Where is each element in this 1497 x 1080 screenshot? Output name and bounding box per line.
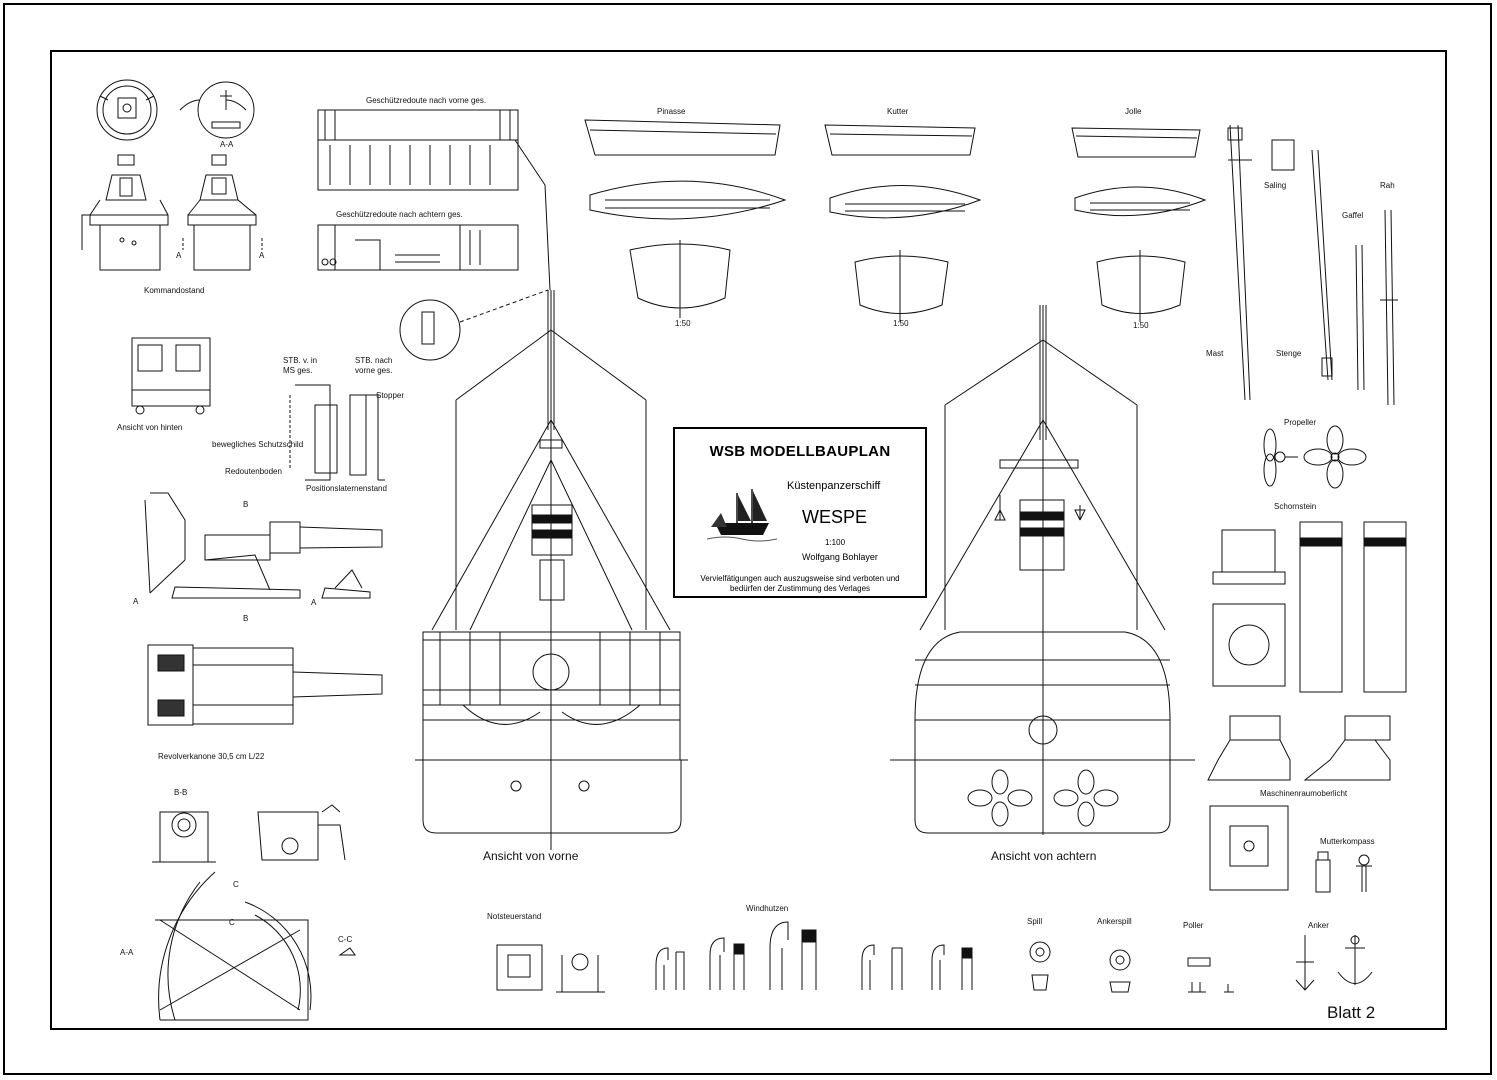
title-block-scale: 1:100	[825, 538, 846, 547]
label-c-top: C	[233, 880, 239, 889]
label-scale-150-b: 1:50	[893, 319, 909, 328]
bb-section-drawing	[152, 804, 346, 863]
positionslaterne-drawing	[289, 384, 385, 481]
bow-view-drawing	[415, 290, 688, 850]
label-mast: Mast	[1206, 349, 1224, 358]
oberlicht-drawing	[1207, 715, 1391, 891]
label-ms-ges: MS ges.	[283, 366, 313, 375]
label-b-bottom: B	[243, 614, 249, 623]
label-jolle: Jolle	[1125, 107, 1142, 116]
label-saling: Saling	[1264, 181, 1287, 190]
label-ansicht-hinten: Ansicht von hinten	[117, 423, 183, 432]
label-windhutzen: Windhutzen	[746, 904, 789, 913]
title-block-title: WSB MODELLBAUPLAN	[709, 443, 891, 460]
label-scale-150-c: 1:50	[1133, 321, 1149, 330]
label-stb-vin: STB. v. in	[283, 356, 318, 365]
label-stb-nach: STB. nach	[355, 356, 393, 365]
label-b-top: B	[243, 500, 249, 509]
title-block-ship-type: Küstenpanzerschiff	[787, 480, 881, 492]
label-schutzschild: bewegliches Schutzschild	[212, 440, 304, 449]
label-ansicht-vorne: Ansicht von vorne	[483, 849, 579, 863]
inner-frame	[50, 50, 1447, 1030]
label-propeller: Propeller	[1284, 418, 1317, 427]
aa-section-drawing	[155, 871, 356, 1021]
label-a-gun-right: A	[311, 598, 317, 607]
ansicht-hinten-drawing	[131, 337, 211, 415]
boats-drawing	[584, 119, 1207, 322]
label-cc: C-C	[338, 935, 353, 944]
spill-drawing	[1029, 941, 1131, 993]
propeller-drawing	[1263, 425, 1367, 489]
label-rah: Rah	[1380, 181, 1395, 190]
label-revolverkanone: Revolverkanone 30,5 cm L/22	[158, 752, 265, 761]
label-a-left: A	[176, 251, 182, 260]
poller-drawing	[1187, 957, 1234, 993]
sheet-number: Blatt 2	[1327, 1003, 1376, 1022]
label-aa-top: A-A	[220, 140, 234, 149]
redoute-drawings	[317, 109, 551, 291]
title-block-notice: Vervielfätigungen auch auszugsweise sind…	[675, 574, 925, 594]
label-c-bottom: C	[229, 918, 235, 927]
label-anker: Anker	[1308, 921, 1329, 930]
schornstein-drawing	[1212, 521, 1407, 693]
label-a-gun-left: A	[133, 597, 139, 606]
label-kutter: Kutter	[887, 107, 909, 116]
ship-thumbnail-icon	[707, 483, 777, 549]
label-kommandostand: Kommandostand	[144, 286, 205, 295]
kommandostand-drawing	[81, 79, 263, 271]
label-gaffel: Gaffel	[1342, 211, 1364, 220]
label-redoutenboden: Redoutenboden	[225, 467, 282, 476]
label-aa-bottom: A-A	[120, 948, 134, 957]
anker-drawing	[1295, 935, 1373, 991]
title-block-ship-name: WESPE	[802, 507, 868, 527]
label-stenge: Stenge	[1276, 349, 1302, 358]
label-bb: B-B	[174, 788, 188, 797]
title-block-notice-line2: bedürfen der Zustimmung des Verlages	[729, 584, 871, 593]
label-redoute-achtern: Geschützredoute nach achtern ges.	[336, 210, 463, 219]
label-ankerspill: Ankerspill	[1097, 917, 1132, 926]
notsteuerstand-drawing	[496, 944, 605, 993]
label-scale-150-a: 1:50	[675, 319, 691, 328]
label-vorne-ges: vorne ges.	[355, 366, 393, 375]
label-maschinenraumoberlicht: Maschinenraumoberlicht	[1260, 789, 1348, 798]
label-pinasse: Pinasse	[657, 107, 686, 116]
title-block-author: Wolfgang Bohlayer	[802, 552, 878, 562]
label-a-right: A	[259, 251, 265, 260]
mutterkompass-drawing	[1315, 851, 1372, 893]
revolverkanone-side-drawing	[144, 492, 383, 599]
mast-drawing	[1227, 124, 1398, 406]
label-spill: Spill	[1027, 917, 1043, 926]
revolverkanone-top-drawing	[147, 644, 383, 726]
label-notsteuerstand: Notsteuerstand	[487, 912, 542, 921]
title-block: WSB MODELLBAUPLAN Küstenpanzerschiff WES…	[673, 427, 927, 598]
stern-view-drawing	[890, 305, 1195, 835]
label-poller: Poller	[1183, 921, 1204, 930]
label-ansicht-achtern: Ansicht von achtern	[991, 849, 1097, 863]
label-redoute-vorne: Geschützredoute nach vorne ges.	[366, 96, 487, 105]
windhutzen-drawing	[655, 921, 973, 990]
title-block-notice-line1: Vervielfätigungen auch auszugsweise sind…	[700, 574, 900, 583]
label-schornstein: Schornstein	[1274, 502, 1317, 511]
label-positionslaternenstand: Positionslaternenstand	[306, 484, 387, 493]
label-stopper: Stopper	[376, 391, 405, 400]
detail-circle	[399, 289, 549, 361]
label-mutterkompass: Mutterkompass	[1320, 837, 1375, 846]
outer-border	[3, 3, 1492, 1075]
